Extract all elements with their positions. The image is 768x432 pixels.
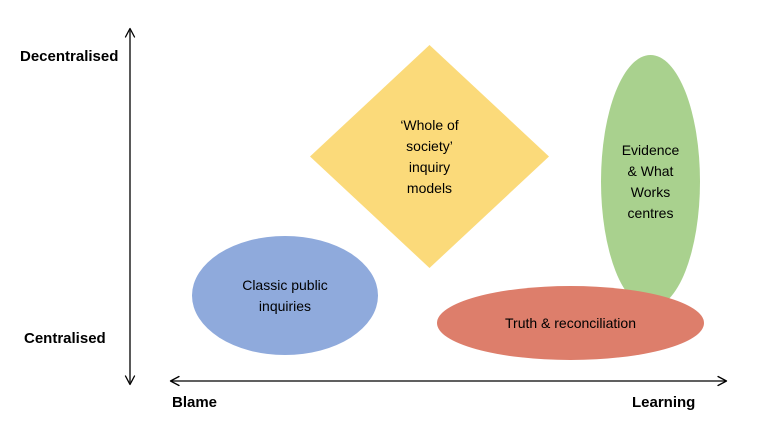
x-axis-right-label: Learning [632, 394, 696, 411]
shape-label-line: inquiry [408, 158, 451, 175]
y-axis-arrow-down-icon [124, 375, 136, 386]
ellipse-classic-public-inquiries: Classic public inquiries [192, 236, 378, 355]
y-axis-arrow-up-icon [124, 27, 136, 38]
x-axis-arrow-right-icon [717, 375, 728, 387]
shape-label-line: inquiries [258, 297, 312, 314]
shape-label-line: & What [627, 162, 674, 179]
shape-label-line: Works [630, 183, 671, 200]
x-axis [169, 375, 728, 387]
shape-label-line: society’ [406, 137, 453, 154]
y-axis-top-label: Decentralised [20, 48, 119, 65]
shape-label-line: centres [627, 204, 674, 221]
shape-label-line: ‘Whole of [400, 116, 459, 133]
shape-label-line: Evidence [621, 141, 680, 158]
shape-label-line: Truth & reconciliation [505, 314, 636, 331]
x-axis-arrow-left-icon [169, 375, 180, 387]
y-axis-bottom-label: Centralised [24, 330, 106, 347]
shape-label-line: models [406, 179, 453, 196]
ellipse-truth-and-reconciliation: Truth & reconciliation [437, 286, 704, 360]
x-axis-left-label: Blame [172, 394, 218, 411]
shape-label-line: Classic public [242, 276, 328, 293]
y-axis [124, 27, 136, 386]
ellipse-evidence-what-works-centres: Evidence & What Works centres [601, 55, 700, 308]
